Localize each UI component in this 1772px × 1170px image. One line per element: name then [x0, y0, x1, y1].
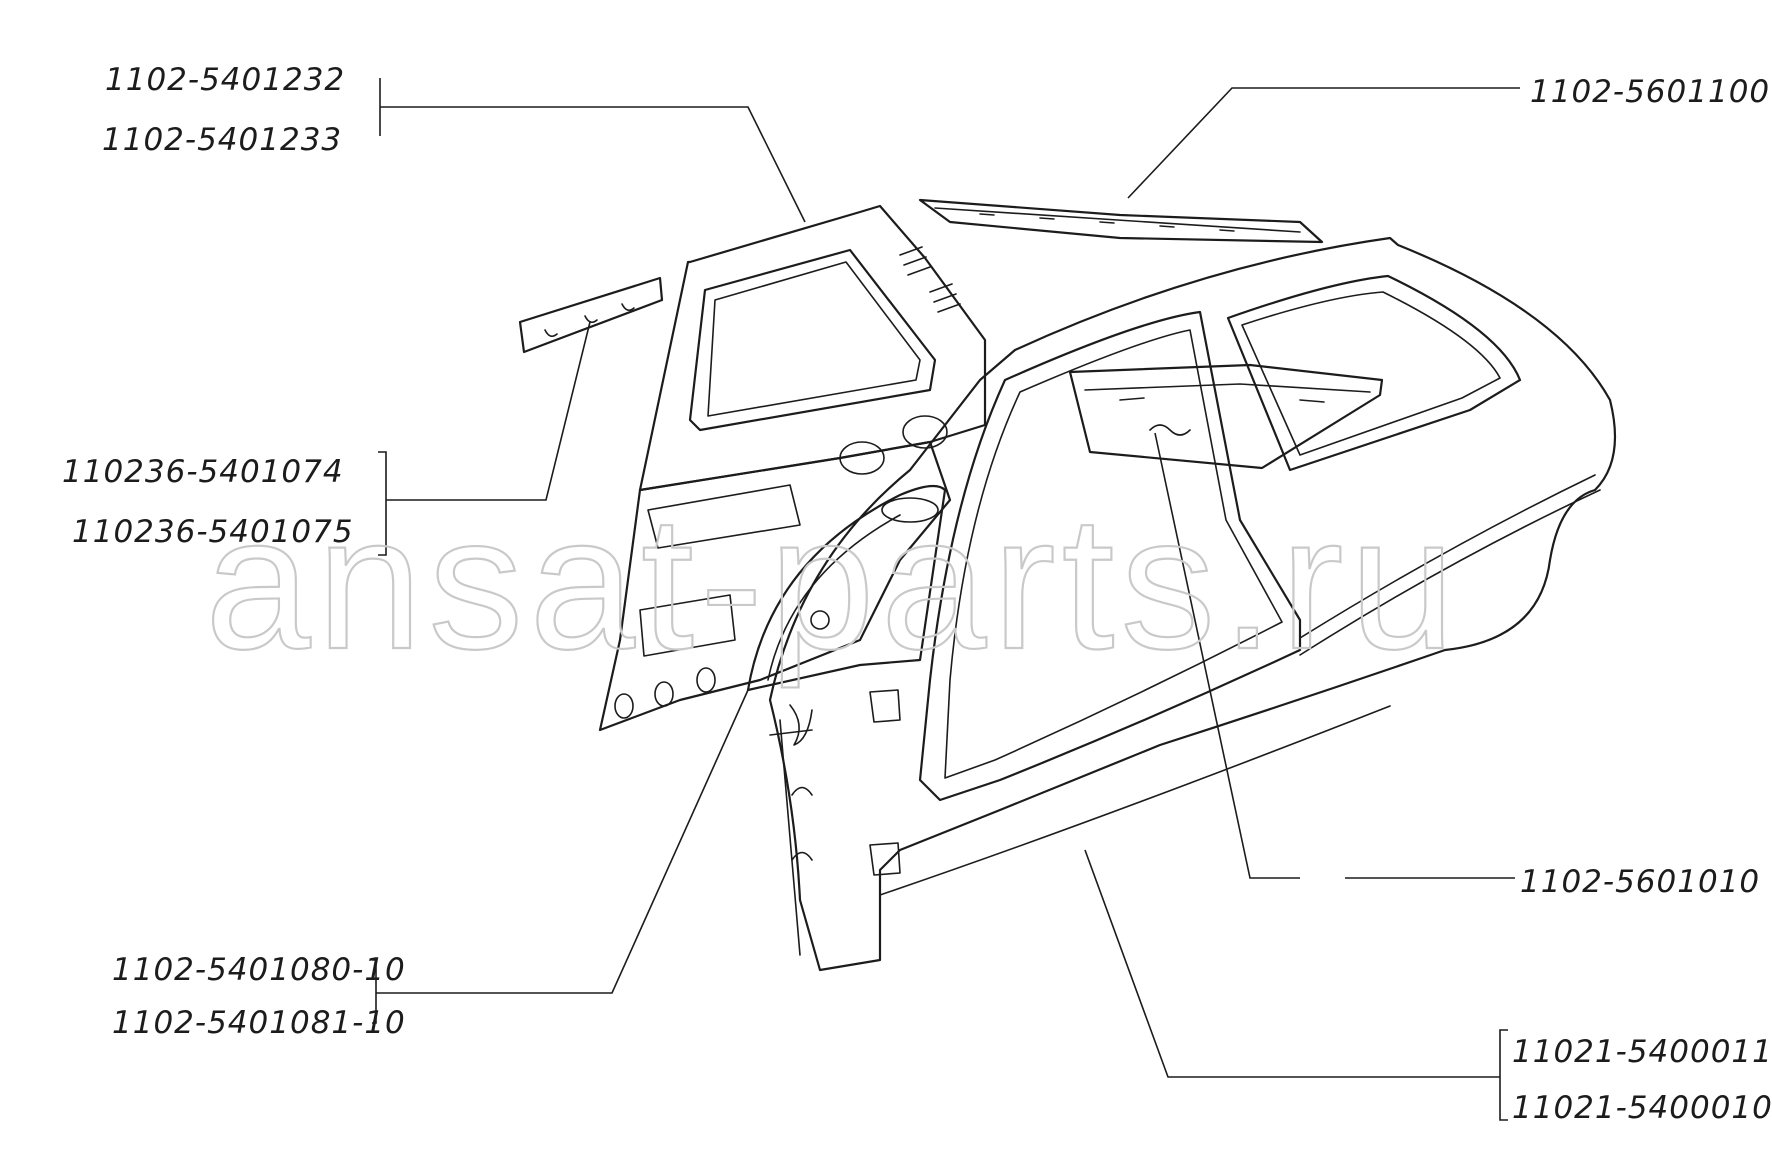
label-body-side-1: 11021-5400011: [1512, 1034, 1772, 1070]
roof-rail-part: [918, 198, 1324, 244]
watermark: ansat-parts.ru: [205, 477, 1461, 689]
label-body-side-2: 11021-5400010: [1512, 1090, 1772, 1126]
label-inner-wheel-arch-2: 1102-5401081-10: [112, 1005, 406, 1041]
label-pillar-strip-1: 110236-5401074: [62, 454, 344, 490]
label-roof-rail: 1102-5601100: [1530, 74, 1770, 110]
rear-quarter-inner-part: [598, 204, 987, 732]
roof-panel-part: [1068, 363, 1384, 470]
pillar-strip-part: [518, 276, 664, 354]
leader-lines: [372, 78, 1520, 1121]
label-pillar-strip-2: 110236-5401075: [72, 514, 354, 550]
label-inner-wheel-arch-1: 1102-5401080-10: [112, 952, 406, 988]
label-rear-quarter-upper-1: 1102-5401232: [105, 62, 345, 98]
label-rear-quarter-upper-2: 1102-5401233: [102, 122, 342, 158]
body-side-part: [768, 236, 1617, 972]
label-roof-panel: 1102-5601010: [1520, 864, 1760, 900]
